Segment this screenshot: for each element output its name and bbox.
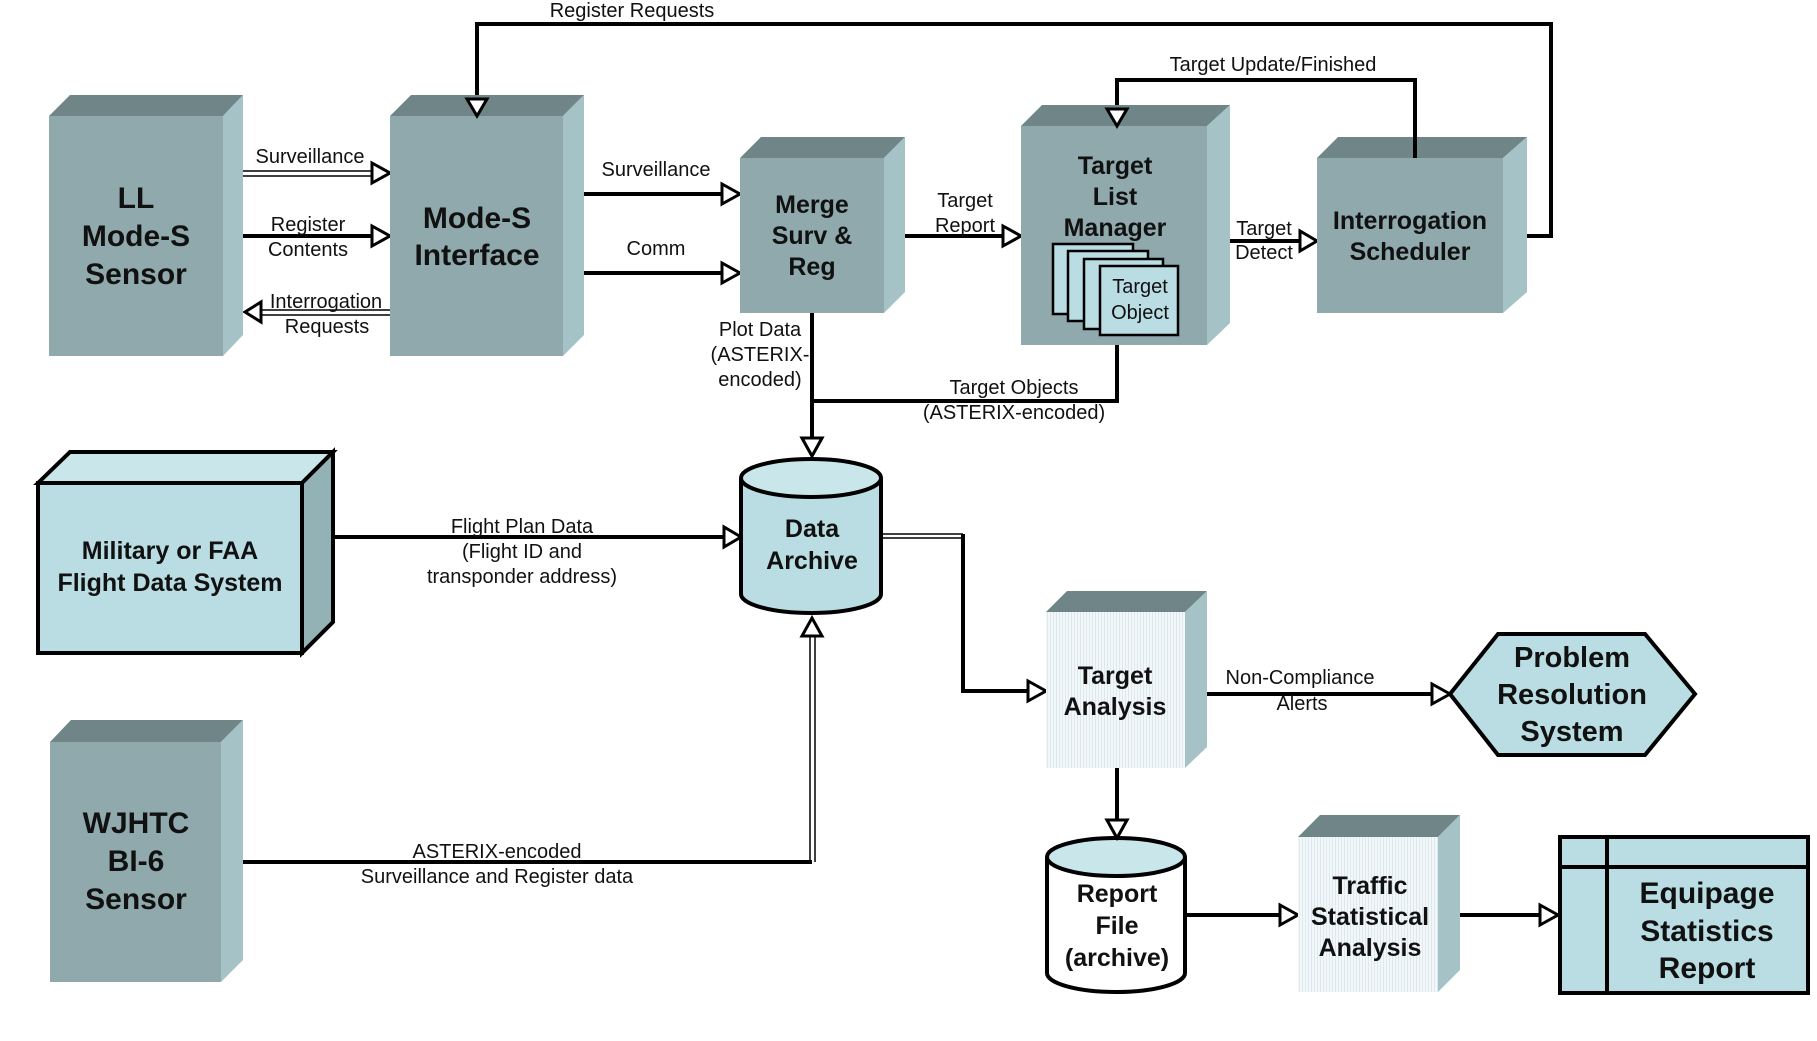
node-problem-resolution-system[interactable]: Problem Resolution System — [1447, 632, 1698, 757]
edge-label: Requests — [285, 316, 370, 338]
edge-label: encoded) — [718, 369, 801, 391]
node-target-analysis[interactable]: Target Analysis — [1046, 591, 1207, 768]
edge-target-objects: Target Objects (ASTERIX-encoded) — [812, 345, 1119, 424]
edge-label: (ASTERIX- — [711, 344, 810, 366]
target-object-label: Target — [1112, 276, 1168, 298]
edge-label: Register Requests — [550, 0, 715, 22]
node-label: Report — [1077, 880, 1158, 908]
node-label: Analysis — [1064, 693, 1167, 721]
node-label: Manager — [1064, 214, 1167, 242]
node-label: (archive) — [1065, 944, 1169, 972]
edge-plot-data: Plot Data (ASTERIX- encoded) — [711, 313, 825, 460]
edge-mi-surveillance: Surveillance — [584, 159, 744, 207]
node-merge-surv-reg[interactable]: Merge Surv & Reg — [740, 137, 905, 313]
node-label: Flight Data System — [57, 569, 282, 597]
node-label: Sensor — [85, 883, 187, 916]
node-target-list-manager[interactable]: Target List Manager Target Object — [1021, 105, 1230, 345]
edge-label: Comm — [627, 238, 686, 260]
node-label: List — [1093, 183, 1138, 211]
node-label: Mode-S — [82, 220, 190, 253]
edge-report-to-traffic — [1185, 902, 1302, 928]
edge-non-compliance: Non-Compliance Alerts — [1185, 667, 1454, 715]
target-object-label: Object — [1111, 302, 1169, 324]
node-label: Data — [785, 515, 840, 543]
node-label: Sensor — [85, 258, 187, 291]
edge-label: Target — [1236, 218, 1292, 240]
edge-label: Non-Compliance — [1226, 667, 1375, 689]
edge-archive-to-analysis — [882, 533, 1050, 704]
node-interrogation-scheduler[interactable]: Interrogation Scheduler — [1317, 137, 1527, 313]
edge-target-report: Target Report — [872, 190, 1025, 249]
edge-label: Plot Data — [719, 319, 802, 341]
node-ll-mode-s-sensor[interactable]: LL Mode-S Sensor — [49, 95, 243, 356]
node-label: Target — [1078, 662, 1153, 690]
edge-label: (ASTERIX-encoded) — [923, 402, 1105, 424]
edge-label: Report — [935, 215, 995, 237]
edge-label: Surveillance — [602, 159, 711, 181]
node-label: Scheduler — [1350, 238, 1471, 266]
edge-label: Interrogation — [270, 291, 382, 313]
node-label: Analysis — [1319, 934, 1422, 962]
node-report-file[interactable]: Report File (archive) — [1045, 818, 1187, 994]
node-flight-data-system[interactable]: Military or FAA Flight Data System — [33, 447, 338, 658]
edge-ll-surveillance: Surveillance — [243, 146, 394, 186]
node-label: Statistics — [1640, 915, 1773, 948]
node-label: System — [1520, 716, 1623, 748]
node-label: Problem — [1514, 642, 1630, 674]
edge-flight-plan: Flight Plan Data (Flight ID and transpon… — [333, 516, 744, 588]
node-label: Interface — [414, 239, 539, 272]
edge-interrogation-requests: Interrogation Requests — [242, 291, 396, 338]
edge-label: Flight Plan Data — [451, 516, 594, 538]
edge-label: ASTERIX-encoded — [413, 841, 582, 863]
edge-label: (Flight ID and — [462, 541, 582, 563]
edge-label: Surveillance and Register data — [361, 866, 634, 888]
edge-label: Detect — [1235, 242, 1293, 264]
edge-label: Target Update/Finished — [1170, 54, 1377, 76]
edge-label: Target — [937, 190, 993, 212]
node-label: Interrogation — [1333, 207, 1487, 235]
node-label: Archive — [766, 547, 858, 575]
node-traffic-statistical-analysis[interactable]: Traffic Statistical Analysis — [1298, 815, 1460, 992]
edge-label: Contents — [268, 239, 348, 261]
node-data-archive[interactable]: Data Archive — [739, 436, 883, 615]
node-label: Report — [1659, 952, 1756, 985]
target-object-stack[interactable]: Target Object — [1051, 242, 1180, 337]
node-label: Traffic — [1332, 872, 1407, 900]
edge-register-contents: Register Contents — [243, 214, 394, 261]
node-label: Reg — [788, 253, 835, 281]
node-label: WJHTC — [83, 807, 190, 840]
node-label: Mode-S — [423, 202, 531, 235]
node-label: Equipage — [1639, 877, 1774, 910]
node-mode-s-interface[interactable]: Mode-S Interface — [390, 95, 584, 356]
edge-asterix: ASTERIX-encoded Surveillance and Registe… — [221, 614, 825, 888]
edge-comm: Comm — [584, 238, 744, 286]
edge-label: Surveillance — [256, 146, 365, 168]
edge-label: transponder address) — [427, 566, 617, 588]
node-wjhtc-sensor[interactable]: WJHTC BI-6 Sensor — [50, 720, 243, 982]
edge-label: Alerts — [1276, 693, 1327, 715]
edge-label: Register — [271, 214, 346, 236]
node-label: Merge — [775, 191, 849, 219]
node-label: Target — [1078, 152, 1153, 180]
node-label: Statistical — [1311, 903, 1429, 931]
node-label: Military or FAA — [82, 537, 258, 565]
node-label: Resolution — [1497, 679, 1647, 711]
node-label: LL — [118, 182, 155, 215]
node-equipage-statistics-report[interactable]: Equipage Statistics Report — [1558, 835, 1810, 995]
node-label: Surv & — [772, 222, 853, 250]
edge-label: Target Objects — [950, 377, 1079, 399]
node-label: BI-6 — [108, 845, 165, 878]
node-label: File — [1095, 912, 1138, 940]
